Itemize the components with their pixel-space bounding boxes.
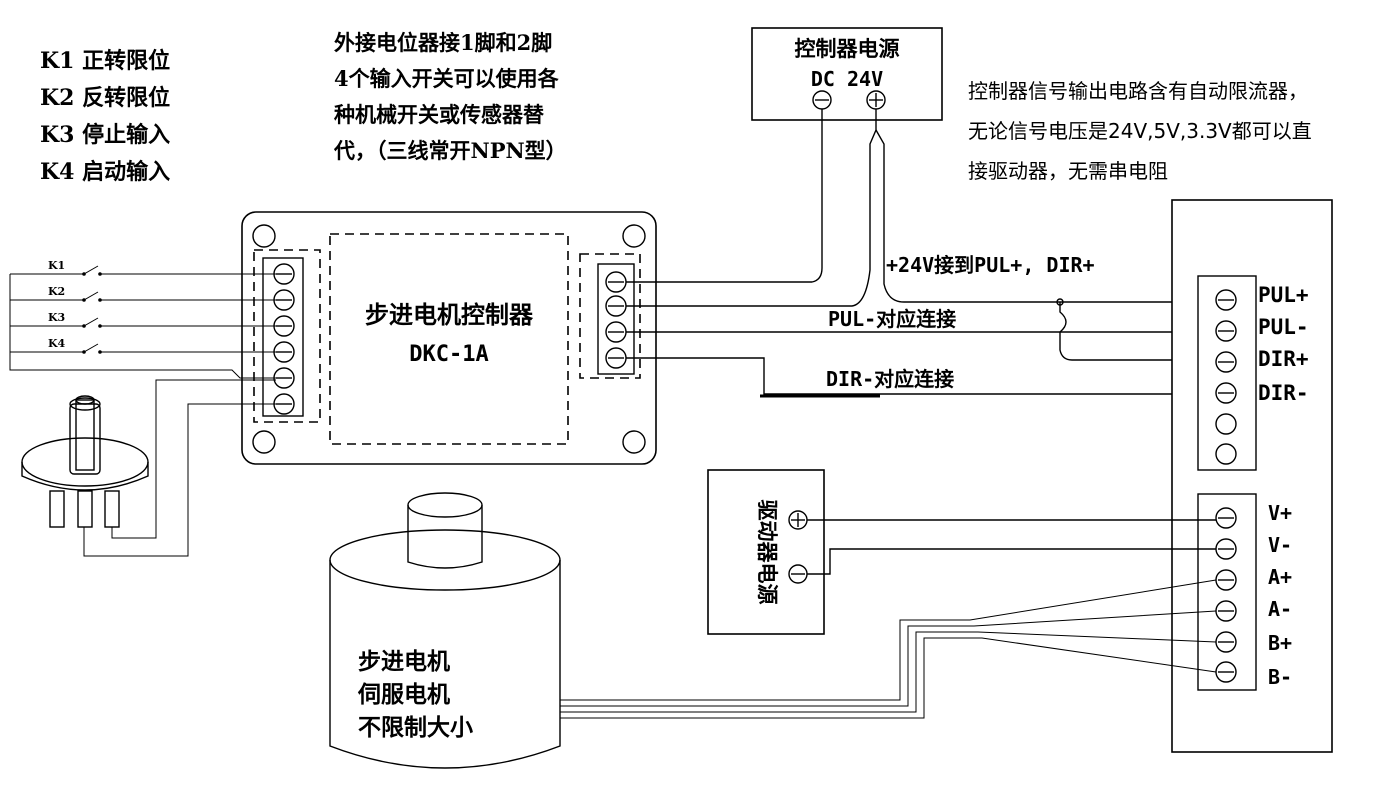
switch-common-wire [9, 274, 276, 379]
note-top-line3: 种机械开关或传感器替 [333, 102, 544, 127]
label-dir-minus: DIR-对应连接 [826, 367, 954, 391]
signal-output-note: 控制器信号输出电路含有自动限流器， 无论信号电压是24V,5V,3.3V都可以直… [968, 79, 1312, 183]
controller-power-supply: 控制器电源 DC 24V [751, 27, 943, 121]
terminal-label-pul-minus: PUL- [1258, 315, 1309, 339]
legend-k1: K1 正转限位 [40, 48, 170, 74]
terminal-screw-icon [1215, 413, 1237, 435]
terminal-label-dir-minus: DIR- [1258, 381, 1309, 405]
terminal-label-a-plus: A+ [1268, 565, 1292, 589]
note-right-line1: 控制器信号输出电路含有自动限流器， [968, 79, 1308, 103]
terminal-label-v-plus: V+ [1268, 501, 1292, 525]
driver-power-block [1197, 493, 1257, 691]
note-top-line4: 代，（三线常开NPN型） [333, 138, 567, 163]
terminal-label-b-minus: B- [1268, 665, 1292, 689]
potentiometer-pin [77, 490, 93, 528]
note-right-line2: 无论信号电压是24V,5V,3.3V都可以直 [968, 119, 1312, 143]
terminal-screw-icon [1215, 507, 1237, 529]
motor-line3: 不限制大小 [358, 714, 473, 741]
driver-power-box [707, 469, 825, 635]
phase-a-minus-wire [560, 610, 1217, 707]
potentiometer-body [21, 437, 149, 487]
v-minus-wire [807, 548, 1216, 575]
terminal-screw-icon [1215, 351, 1237, 373]
driver-power-supply: 驱动器电源 [707, 469, 1216, 635]
label-pul-minus: PUL-对应连接 [828, 307, 956, 331]
mount-hole-icon [252, 430, 276, 454]
pot-wire-2 [83, 403, 276, 557]
phase-b-minus-wire [560, 637, 1217, 719]
plus24-wire-2 [875, 129, 1222, 303]
note-right-line3: 接驱动器，无需串电阻 [968, 159, 1168, 183]
stepper-driver: PUL+ PUL- DIR+ DIR- V+ V- A+ A- B+ B- [1171, 199, 1333, 753]
motor-body [329, 560, 561, 769]
stepper-motor: 步进电机 伺服电机 不限制大小 [329, 492, 561, 769]
label-plus24: +24V接到PUL+, DIR+ [886, 253, 1095, 277]
note-top-line2: 4个输入开关可以使用各 [334, 66, 560, 91]
terminal-screw-icon [1215, 320, 1237, 342]
driver-signal-block [1197, 275, 1257, 471]
switch-label-k4: K4 [48, 337, 66, 350]
switch-label-k2: K2 [48, 285, 65, 298]
switch-legend: K1 正转限位 K2 反转限位 K3 停止输入 K4 启动输入 [40, 48, 170, 185]
controller-model: DKC-1A [409, 342, 488, 367]
terminal-screw-icon [1215, 289, 1237, 311]
motor-line2: 伺服电机 [357, 681, 450, 708]
dir-minus-wire [626, 357, 1222, 395]
motor-phase-wires [560, 579, 1217, 719]
pot-wire-1 [111, 379, 276, 539]
terminal-label-a-minus: A- [1268, 597, 1292, 621]
mount-hole-icon [622, 430, 646, 454]
terminal-label-dir-plus: DIR+ [1258, 347, 1309, 371]
controller-board-outline [241, 211, 657, 465]
potentiometer-pin [104, 490, 120, 528]
terminal-label-b-plus: B+ [1268, 631, 1292, 655]
terminal-screw-icon [1215, 443, 1237, 465]
plus24-wire-1 [626, 109, 877, 307]
legend-k3: K3 停止输入 [40, 122, 170, 148]
controller-power-voltage: DC 24V [811, 67, 883, 91]
gnd-wire [626, 109, 823, 283]
potentiometer-note: 外接电位器接1脚和2脚 4个输入开关可以使用各 种机械开关或传感器替 代，（三线… [333, 30, 567, 163]
legend-k4: K4 启动输入 [40, 159, 170, 185]
input-terminal-block [262, 257, 304, 417]
controller-name: 步进电机控制器 [365, 300, 534, 329]
legend-k2: K2 反转限位 [40, 85, 170, 111]
terminal-label-v-minus: V- [1268, 533, 1292, 557]
phase-a-plus-wire [560, 579, 1217, 701]
note-top-line1: 外接电位器接1脚和2脚 [334, 30, 552, 55]
motor-shaft [407, 505, 483, 569]
mount-hole-icon [252, 224, 276, 248]
driver-power-title: 驱动器电源 [755, 500, 780, 605]
controller-power-box [751, 27, 943, 121]
switch-label-k1: K1 [48, 259, 65, 272]
motor-line1: 步进电机 [358, 648, 450, 675]
terminal-label-pul-plus: PUL+ [1258, 283, 1309, 307]
input-switches: K1 K2 K3 K4 [9, 259, 276, 379]
potentiometer-pin [49, 490, 65, 528]
output-terminal-area [579, 253, 641, 379]
input-terminal-area [253, 249, 321, 423]
switch-label-k3: K3 [48, 311, 65, 324]
signal-wires: +24V接到PUL+, DIR+ PUL-对应连接 DIR-对应连接 [626, 253, 1222, 398]
dir-plus-wire [1059, 302, 1222, 361]
controller-power-title: 控制器电源 [795, 36, 900, 61]
controller-power-wires [626, 109, 1222, 307]
terminal-screw-icon [1215, 382, 1237, 404]
phase-b-plus-wire [560, 631, 1217, 713]
mount-hole-icon [622, 224, 646, 248]
output-terminal-block [597, 263, 635, 375]
controller-board: 步进电机控制器 DKC-1A [241, 211, 657, 465]
potentiometer [21, 379, 276, 557]
